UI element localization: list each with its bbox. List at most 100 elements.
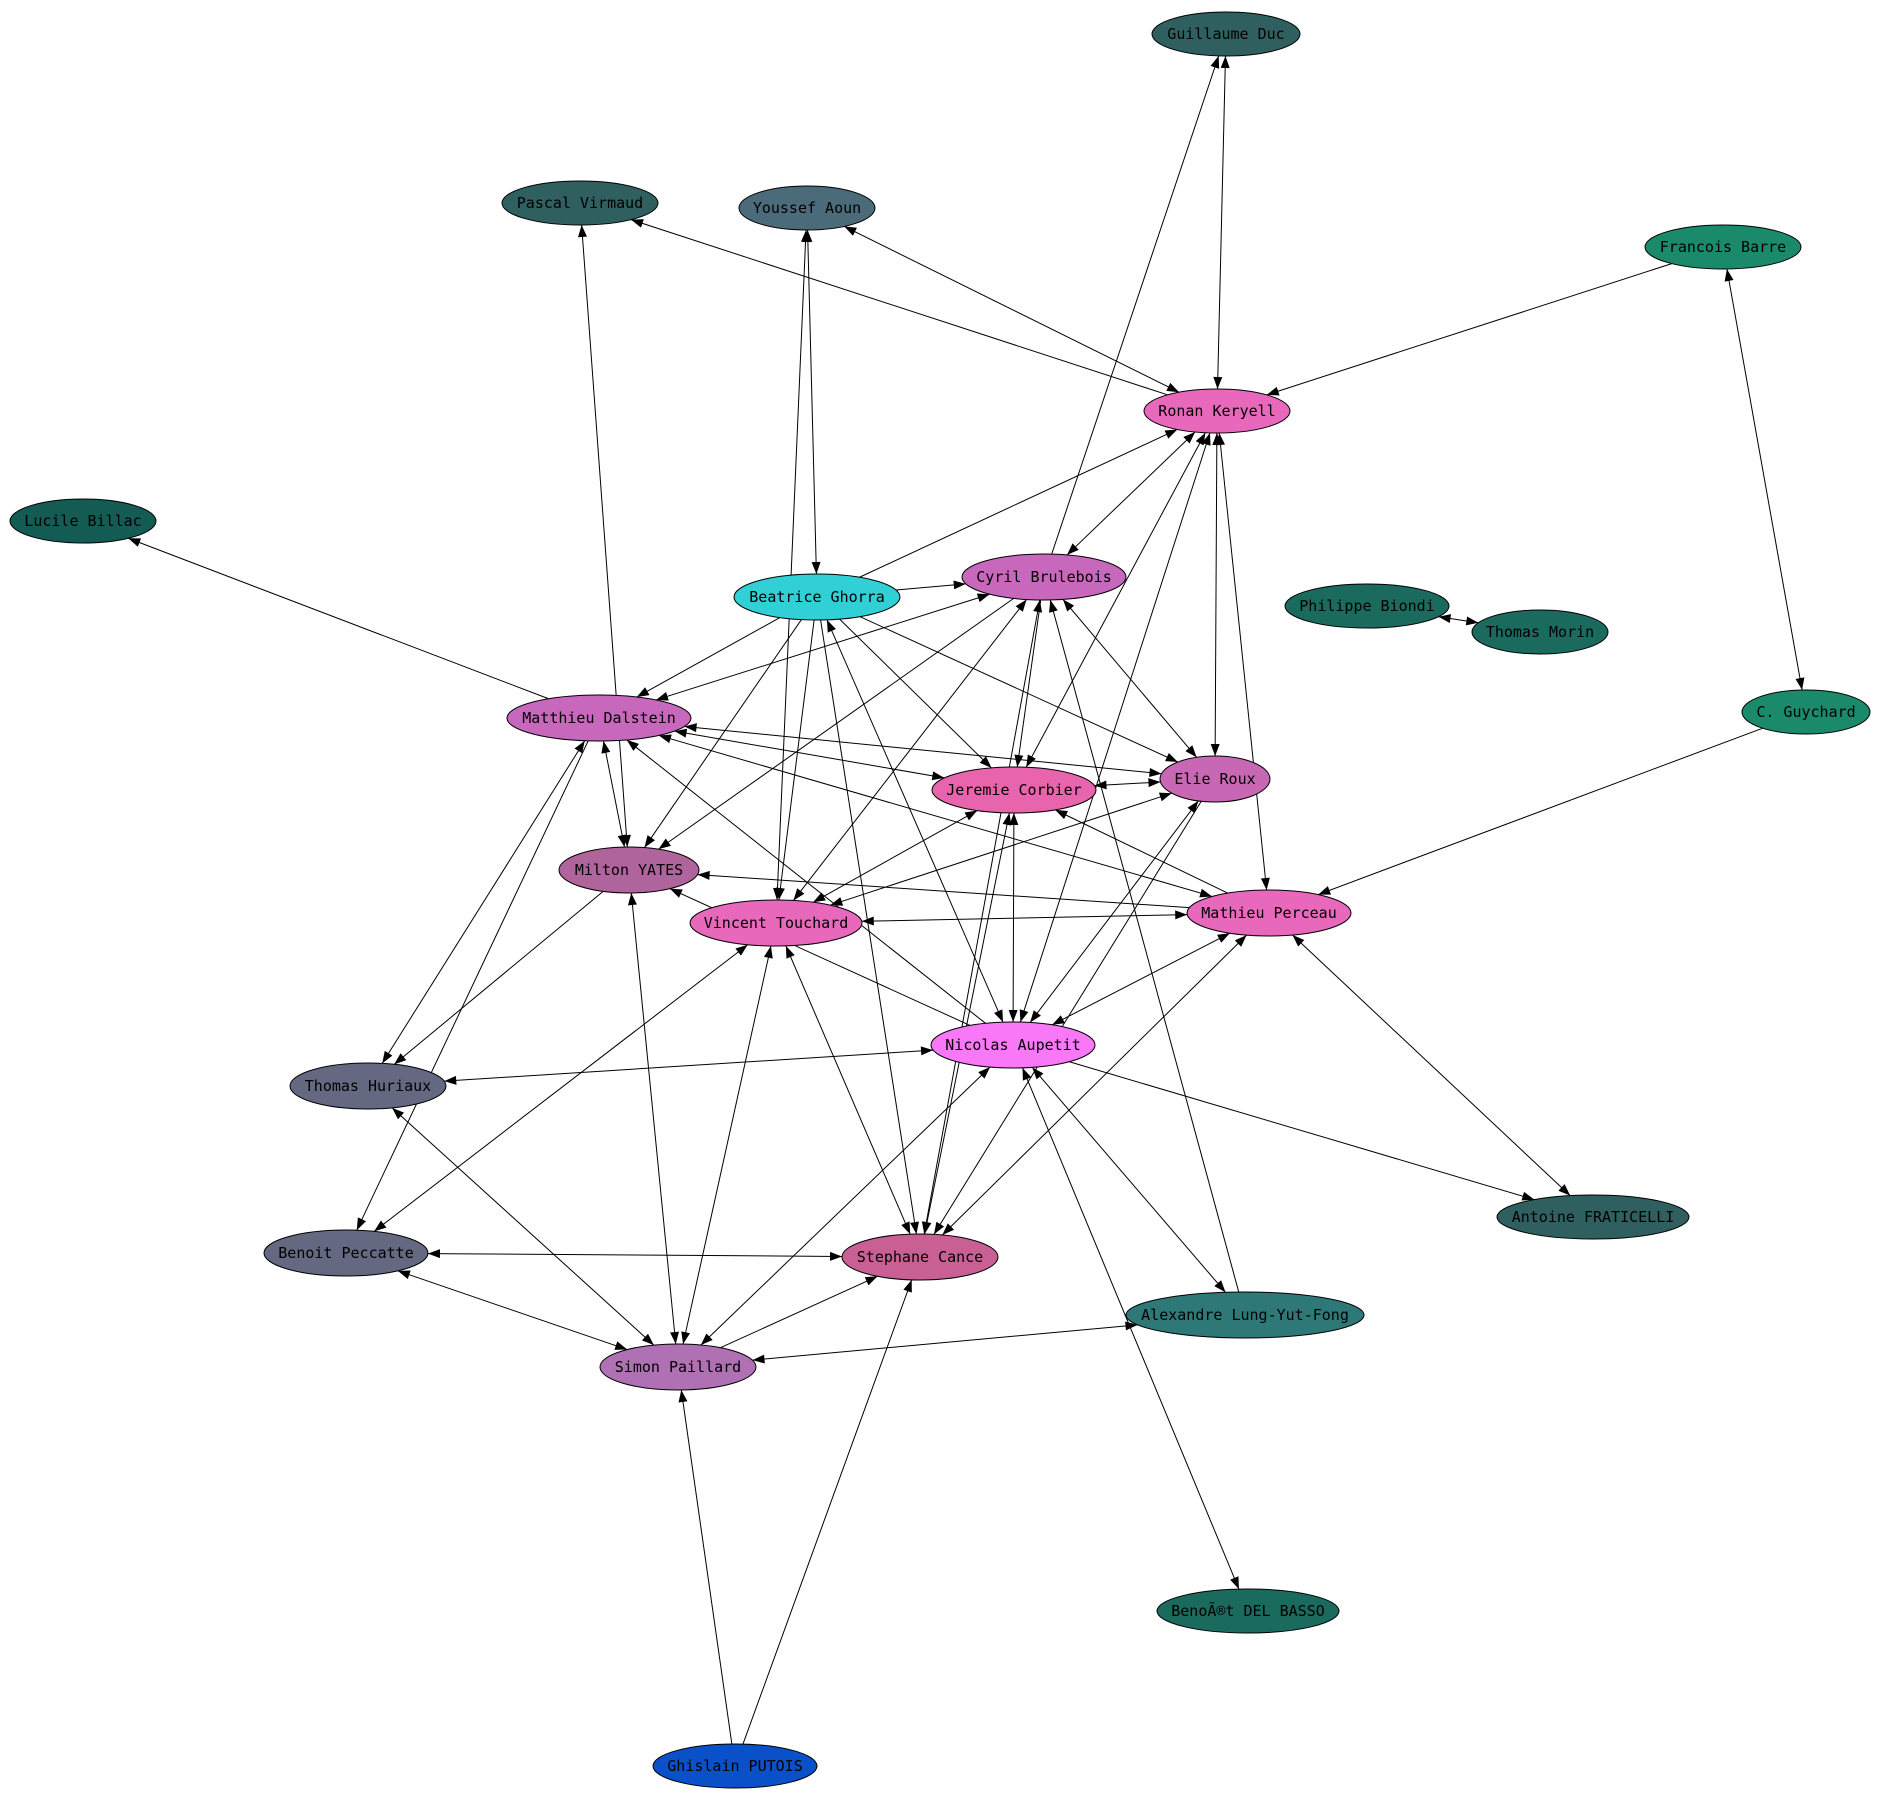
edge-ronan-keryell-to-pascal-virmaud bbox=[630, 219, 1168, 396]
edge-beatrice-ghorra-to-stephane-cance bbox=[820, 619, 920, 1235]
node-ellipse[interactable] bbox=[738, 185, 876, 231]
node-milton-yates[interactable]: Milton YATES bbox=[558, 846, 700, 894]
node-guillaume-duc[interactable]: Guillaume Duc bbox=[1151, 11, 1301, 57]
edge-line bbox=[1016, 599, 1042, 768]
arrowhead bbox=[1052, 1015, 1065, 1025]
arrowhead bbox=[920, 1046, 934, 1056]
node-nicolas-aupetit[interactable]: Nicolas Aupetit bbox=[930, 1021, 1096, 1069]
edge-line bbox=[1031, 1067, 1226, 1293]
arrowhead bbox=[1217, 933, 1230, 943]
node-ellipse[interactable] bbox=[931, 766, 1097, 814]
node-jeremie-corbier[interactable]: Jeremie Corbier bbox=[931, 766, 1097, 814]
edge-ronan-keryell-to-elie-roux bbox=[1210, 432, 1222, 757]
node-ellipse[interactable] bbox=[1741, 689, 1871, 735]
node-francois-barre[interactable]: Francois Barre bbox=[1644, 224, 1802, 270]
node-ellipse[interactable] bbox=[652, 1743, 818, 1789]
node-ellipse[interactable] bbox=[1284, 583, 1450, 629]
node-ellipse[interactable] bbox=[1151, 11, 1301, 57]
node-ellipse[interactable] bbox=[501, 180, 659, 226]
node-ronan-keryell[interactable]: Ronan Keryell bbox=[1143, 388, 1291, 434]
node-ellipse[interactable] bbox=[930, 1021, 1096, 1069]
node-stephane-cance[interactable]: Stephane Cance bbox=[841, 1233, 999, 1281]
node-ellipse[interactable] bbox=[733, 573, 901, 621]
arrowhead bbox=[1158, 792, 1172, 802]
node-ellipse[interactable] bbox=[689, 899, 863, 947]
edge-line bbox=[742, 1279, 913, 1745]
node-ellipse[interactable] bbox=[1125, 1291, 1365, 1339]
node-alexandre-lung[interactable]: Alexandre Lung-Yut-Fong bbox=[1125, 1291, 1365, 1339]
node-label: Matthieu Dalstein bbox=[522, 709, 676, 727]
arrowhead bbox=[1465, 616, 1479, 626]
node-ellipse[interactable] bbox=[841, 1233, 999, 1281]
node-pascal-virmaud[interactable]: Pascal Virmaud bbox=[501, 180, 659, 226]
node-youssef-aoun[interactable]: Youssef Aoun bbox=[738, 185, 876, 231]
node-mathieu-perceau[interactable]: Mathieu Perceau bbox=[1186, 889, 1352, 937]
arrowhead bbox=[1164, 429, 1178, 439]
arrowhead bbox=[829, 1251, 843, 1261]
edge-simon-paillard-to-stephane-cance bbox=[720, 1275, 878, 1349]
edge-philippe-biondi-to-thomas-morin bbox=[1438, 614, 1479, 626]
node-ellipse[interactable] bbox=[289, 1062, 447, 1110]
edge-line bbox=[1022, 1067, 1240, 1590]
edge-matthieu-dalstein-to-lucile-billac bbox=[128, 537, 549, 700]
edge-line bbox=[807, 229, 817, 575]
edge-line bbox=[1317, 727, 1763, 896]
edge-line bbox=[1069, 1061, 1535, 1201]
edge-line bbox=[1066, 431, 1196, 556]
edge-line bbox=[933, 801, 1202, 1235]
node-label: Ronan Keryell bbox=[1158, 402, 1275, 420]
edge-matthieu-dalstein-to-benoit-peccatte bbox=[356, 740, 589, 1231]
arrowhead bbox=[1213, 376, 1223, 390]
edge-ronan-keryell-to-nicolas-aupetit bbox=[1019, 432, 1211, 1023]
edge-pascal-virmaud-to-milton-yates bbox=[578, 224, 631, 848]
arrowhead bbox=[826, 619, 836, 633]
node-ellipse[interactable] bbox=[1644, 224, 1802, 270]
node-ellipse[interactable] bbox=[599, 1343, 757, 1391]
node-ghislain-putois[interactable]: Ghislain PUTOIS bbox=[652, 1743, 818, 1789]
node-ellipse[interactable] bbox=[1143, 388, 1291, 434]
node-c-guychard[interactable]: C. Guychard bbox=[1741, 689, 1871, 735]
arrowhead bbox=[1008, 1009, 1018, 1022]
node-ellipse[interactable] bbox=[1156, 1588, 1340, 1634]
edge-line bbox=[630, 892, 677, 1345]
arrowhead bbox=[1055, 809, 1068, 820]
edge-line bbox=[1726, 268, 1803, 691]
node-vincent-touchard[interactable]: Vincent Touchard bbox=[689, 899, 863, 947]
arrowhead bbox=[735, 944, 748, 956]
edge-line bbox=[1025, 432, 1206, 768]
arrowhead bbox=[1558, 1184, 1571, 1196]
node-benoit-del-basso[interactable]: BenoÃ®t DEL BASSO bbox=[1156, 1588, 1340, 1634]
node-ellipse[interactable] bbox=[1159, 755, 1271, 803]
node-ellipse[interactable] bbox=[1496, 1194, 1690, 1240]
arrowhead bbox=[1214, 1280, 1226, 1293]
node-benoit-peccatte[interactable]: Benoit Peccatte bbox=[263, 1229, 429, 1277]
edge-line bbox=[391, 1107, 655, 1346]
edge-line bbox=[128, 537, 549, 700]
node-simon-paillard[interactable]: Simon Paillard bbox=[599, 1343, 757, 1391]
node-ellipse[interactable] bbox=[263, 1229, 429, 1277]
node-lucile-billac[interactable]: Lucile Billac bbox=[9, 498, 157, 544]
arrowhead bbox=[830, 897, 844, 906]
arrowhead bbox=[627, 892, 637, 906]
node-cyril-brulebois[interactable]: Cyril Brulebois bbox=[961, 553, 1127, 601]
arrowhead bbox=[1724, 268, 1734, 282]
node-thomas-huriaux[interactable]: Thomas Huriaux bbox=[289, 1062, 447, 1110]
edge-line bbox=[684, 725, 1162, 775]
node-ellipse[interactable] bbox=[506, 694, 692, 742]
node-matthieu-dalstein[interactable]: Matthieu Dalstein bbox=[506, 694, 692, 742]
node-philippe-biondi[interactable]: Philippe Biondi bbox=[1284, 583, 1450, 629]
node-ellipse[interactable] bbox=[558, 846, 700, 894]
node-ellipse[interactable] bbox=[9, 498, 157, 544]
arrowhead bbox=[700, 1333, 713, 1346]
node-thomas-morin[interactable]: Thomas Morin bbox=[1471, 609, 1609, 655]
arrowhead bbox=[931, 771, 945, 781]
node-beatrice-ghorra[interactable]: Beatrice Ghorra bbox=[733, 573, 901, 621]
node-elie-roux[interactable]: Elie Roux bbox=[1159, 755, 1271, 803]
edge-beatrice-ghorra-to-ronan-keryell bbox=[859, 429, 1178, 578]
node-antoine-fraticelli[interactable]: Antoine FRATICELLI bbox=[1496, 1194, 1690, 1240]
edge-line bbox=[658, 734, 1213, 897]
node-ellipse[interactable] bbox=[961, 553, 1127, 601]
arrowhead bbox=[964, 810, 978, 821]
node-ellipse[interactable] bbox=[1186, 889, 1352, 937]
node-ellipse[interactable] bbox=[1471, 609, 1609, 655]
